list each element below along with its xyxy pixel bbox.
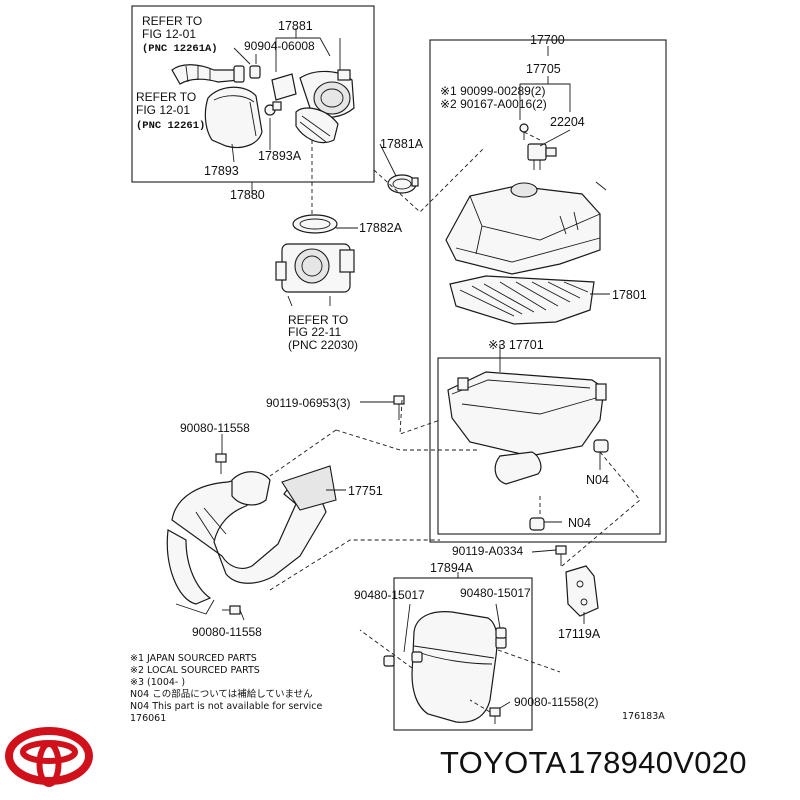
label-17882a: 17882A <box>359 221 403 235</box>
guide-lines <box>269 129 641 713</box>
footer-part-number: 178940V020 <box>568 745 747 780</box>
air-cleaner-case-17701 <box>447 371 607 485</box>
air-cleaner-cap-17705 <box>445 182 601 275</box>
intake-hose-12261a <box>171 64 245 85</box>
footer-brand: TOYOTA <box>440 745 566 780</box>
clip-17893a <box>264 101 282 116</box>
label-refer-b-2: FIG 12-01 <box>136 103 190 117</box>
label-refer-c-3: (PNC 22030) <box>288 338 358 352</box>
label-17893: 17893 <box>204 164 239 178</box>
note-n04-japanese: N04 この部品については補給していません <box>130 688 313 700</box>
air-flow-meter-22204 <box>527 143 557 170</box>
label-17700: 17700 <box>530 33 565 47</box>
label-refer-c-2: FIG 22-11 <box>288 325 341 339</box>
note-n04-english: N04 This part is not available for servi… <box>130 701 323 712</box>
label-17801: 17801 <box>612 288 647 302</box>
resonator-17893 <box>204 86 263 149</box>
label-17894a: 17894A <box>430 561 474 575</box>
bolt-90080-11558-top <box>215 453 227 474</box>
label-17881: 17881 <box>278 19 313 33</box>
elbow-17881 <box>271 69 355 144</box>
toyota-logo-icon <box>5 727 93 787</box>
label-refer-a-1: REFER TO <box>142 14 202 28</box>
note-date-range: ※3 (1004- ) <box>130 677 185 688</box>
throttle-body-22030 <box>275 243 355 307</box>
assembly-17894a-frame <box>393 577 533 731</box>
clamp-17882a <box>292 214 338 234</box>
label-17119a: 17119A <box>558 627 601 641</box>
label-17880: 17880 <box>230 188 265 202</box>
label-90480-right: 90480-15017 <box>460 586 531 600</box>
bolt-90119-a0334 <box>555 545 567 566</box>
bolt-90080-11558-bottom <box>222 605 241 615</box>
grommet-90480-left <box>383 655 395 667</box>
bracket-17119a <box>565 565 599 617</box>
label-n04-a: N04 <box>586 473 609 487</box>
label-17751: 17751 <box>348 484 383 498</box>
assembly-17880-frame <box>131 5 375 183</box>
part-labels: REFER TO FIG 12-01 (PNC 12261A) REFER TO… <box>136 14 665 722</box>
assembly-17700-frame <box>429 39 667 543</box>
label-90480-left: 90480-15017 <box>354 588 425 602</box>
label-90119-06953: 90119-06953(3) <box>266 396 351 410</box>
grommet-n04-b <box>529 517 545 531</box>
label-refer-b-3: (PNC 12261) <box>136 120 205 132</box>
label-refer-a-3: (PNC 12261A) <box>142 43 218 55</box>
resonator-17894a <box>411 611 507 723</box>
filter-element-17801 <box>449 275 595 325</box>
label-17881a: 17881A <box>380 137 424 151</box>
label-90904-06008: 90904-06008 <box>244 39 315 53</box>
label-17701: ※3 17701 <box>488 338 544 352</box>
label-90080-11558-bottom: 90080-11558 <box>192 625 262 639</box>
grommet-n04-a <box>593 439 609 453</box>
bolt-90080-11558-2 <box>489 707 501 724</box>
label-90119-a0334: 90119-A0334 <box>452 544 524 558</box>
label-90080-11558-2: 90080-11558(2) <box>514 695 599 709</box>
label-22204: 22204 <box>550 115 585 129</box>
note-local-sourced: ※2 LOCAL SOURCED PARTS <box>130 665 260 676</box>
note-japan-sourced: ※1 JAPAN SOURCED PARTS <box>130 653 257 664</box>
intake-hose-17751 <box>166 465 337 615</box>
label-90167-a0016: ※2 90167-A0016(2) <box>440 97 547 111</box>
grommet-90480-right <box>495 627 507 639</box>
label-17893a: 17893A <box>258 149 302 163</box>
label-90080-11558-top: 90080-11558 <box>180 421 250 435</box>
clamp-17881a <box>387 174 419 194</box>
assembly-17701-frame <box>437 357 661 535</box>
leader-lines <box>221 28 610 709</box>
label-17705: 17705 <box>526 62 561 76</box>
bolt-90119-06953 <box>393 395 405 420</box>
label-refer-b-1: REFER TO <box>136 90 196 104</box>
label-90099-00289: ※1 90099-00289(2) <box>440 84 545 98</box>
footnotes: ※1 JAPAN SOURCED PARTS ※2 LOCAL SOURCED … <box>130 653 323 724</box>
clamp-90904 <box>249 65 261 79</box>
label-figure-code: 176183A <box>622 711 665 722</box>
label-n04-b: N04 <box>568 516 591 530</box>
label-refer-a-2: FIG 12-01 <box>142 27 196 41</box>
label-refer-c-1: REFER TO <box>288 313 348 327</box>
note-ref-code: 176061 <box>130 713 166 724</box>
